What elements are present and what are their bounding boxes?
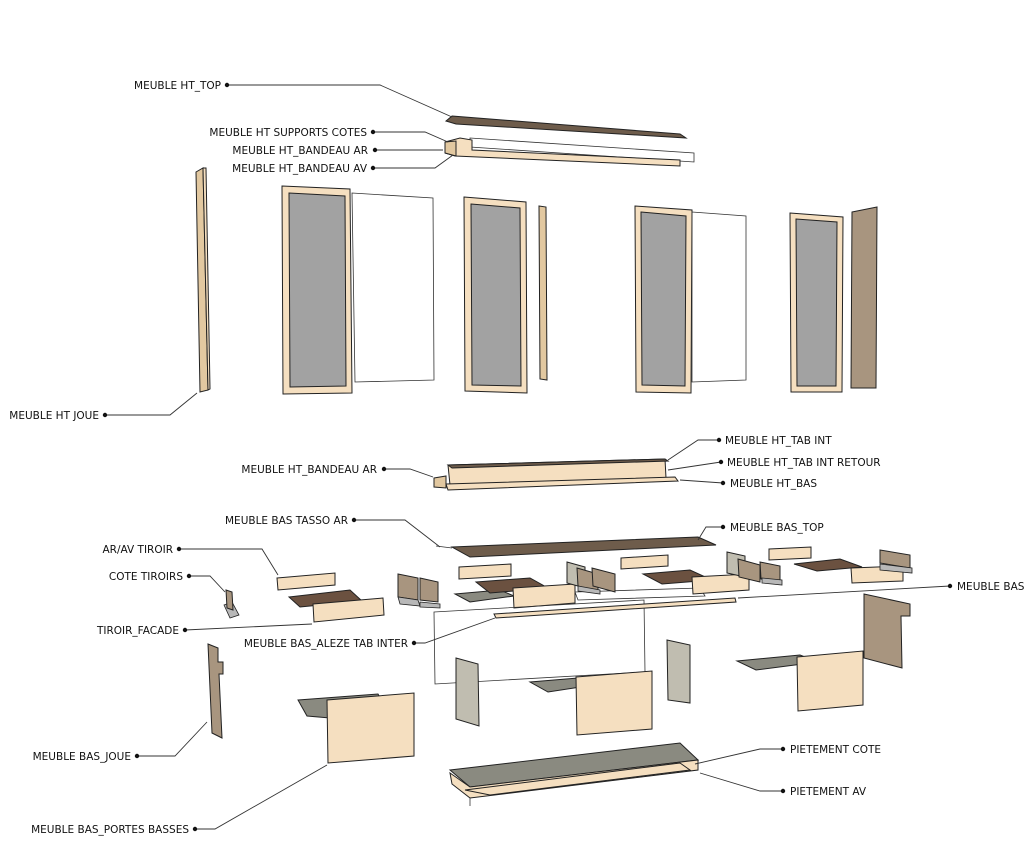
leader-lines	[105, 84, 951, 830]
ht-door-4	[789, 206, 878, 393]
bas-top-part	[435, 536, 717, 558]
label-bas: MEUBLE BAS	[957, 581, 1024, 593]
pietement-part	[448, 742, 700, 806]
ht-joue-part	[195, 167, 211, 393]
ht-door-2	[463, 196, 548, 394]
ht-tab-int-part	[433, 458, 679, 491]
ht-top-part	[444, 115, 688, 139]
label-ht-tab-int: MEUBLE HT_TAB INT	[725, 435, 832, 447]
drawer-left	[223, 572, 385, 623]
label-cote-tiroirs: COTE TIROIRS	[109, 571, 183, 583]
label-tiroir-facade: TIROIR_FACADE	[96, 625, 179, 637]
label-ht-bandeau-av: MEUBLE HT_BANDEAU AV	[232, 163, 368, 175]
label-ht-top: MEUBLE HT_TOP	[134, 80, 221, 92]
labels: MEUBLE HT_TOP MEUBLE HT SUPPORTS COTES M…	[9, 80, 1024, 836]
ht-door-3	[634, 205, 747, 394]
label-ht-bandeau-ar-2: MEUBLE HT_BANDEAU AR	[241, 464, 377, 476]
label-bas-joue: MEUBLE BAS_JOUE	[33, 751, 131, 763]
ht-door-1	[281, 185, 435, 395]
label-ht-bas: MEUBLE HT_BAS	[730, 478, 817, 490]
label-pietement-cote: PIETEMENT COTE	[790, 744, 881, 756]
label-bas-aleze-tab-inter: MEUBLE BAS_ALEZE TAB INTER	[244, 638, 408, 650]
label-ht-bandeau-ar: MEUBLE HT_BANDEAU AR	[232, 145, 368, 157]
drawer-right-1	[566, 554, 750, 595]
label-ht-supports-cotes: MEUBLE HT SUPPORTS COTES	[209, 127, 367, 139]
bas-joue-part	[207, 643, 224, 739]
label-pietement-av: PIETEMENT AV	[790, 786, 867, 798]
label-ar-av-tiroir: AR/AV TIROIR	[102, 544, 173, 556]
ht-bandeau-part	[444, 137, 695, 167]
label-dots	[102, 82, 953, 832]
label-bas-tasso-ar: MEUBLE BAS TASSO AR	[225, 515, 348, 527]
label-ht-joue: MEUBLE HT JOUE	[9, 410, 99, 422]
label-bas-portes-basses: MEUBLE BAS_PORTES BASSES	[31, 824, 189, 836]
bas-back-frame	[433, 597, 737, 685]
label-ht-tab-int-retour: MEUBLE HT_TAB INT RETOUR	[727, 457, 881, 469]
drawer-right-2	[726, 546, 913, 586]
label-bas-top: MEUBLE BAS_TOP	[730, 522, 824, 534]
bas-shelves-doors	[297, 639, 864, 764]
drawer-middle	[397, 563, 706, 609]
bas-right-joue	[863, 593, 911, 669]
